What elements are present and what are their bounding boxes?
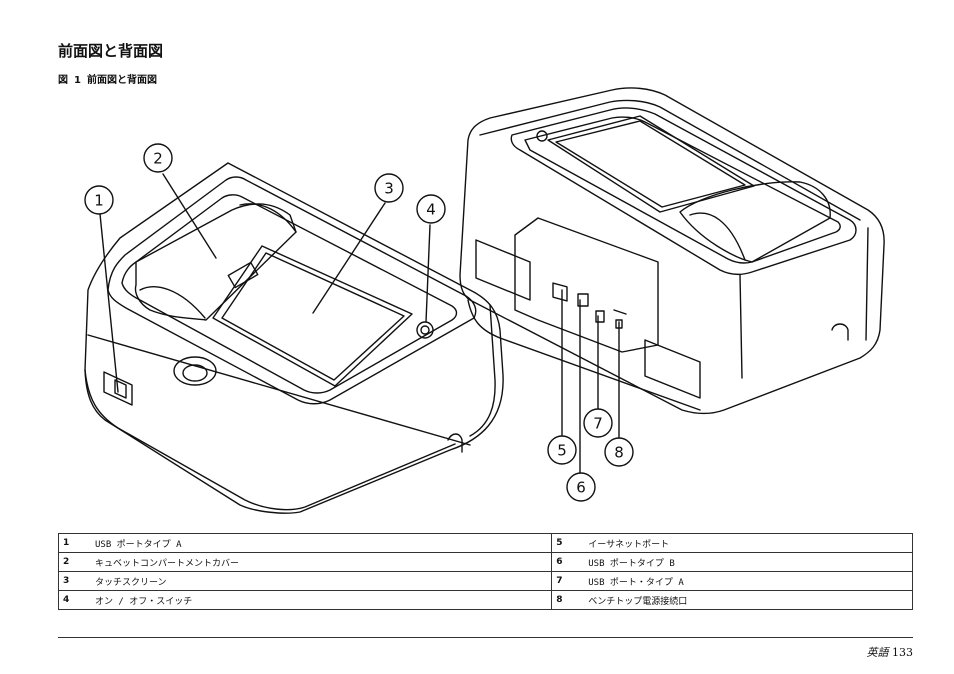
callout-4-label: 4 bbox=[426, 201, 436, 219]
instrument-illustration: 1 2 3 4 5 6 7 8 bbox=[84, 87, 885, 514]
legend-number: 6 bbox=[551, 552, 579, 572]
legend-text: ベンチトップ電源接続口 bbox=[578, 590, 914, 610]
callout-1: 1 bbox=[84, 185, 114, 215]
legend-row: 3 タッチスクリーン 7 USB ポート・タイプ A bbox=[58, 571, 914, 591]
page-footer: 英語 133 bbox=[867, 644, 914, 660]
legend-text: イーサネットポート bbox=[578, 533, 914, 553]
callout-1-label: 1 bbox=[94, 192, 104, 210]
callout-5: 5 bbox=[547, 435, 577, 465]
callout-6: 6 bbox=[566, 472, 596, 502]
callout-3-label: 3 bbox=[384, 180, 394, 198]
page-number: 133 bbox=[892, 646, 913, 659]
legend-number: 7 bbox=[551, 571, 579, 591]
callout-8: 8 bbox=[604, 437, 634, 467]
callout-5-label: 5 bbox=[557, 442, 567, 460]
figure-label: 図 bbox=[58, 75, 68, 86]
callout-4: 4 bbox=[416, 194, 446, 224]
figure-title: 前面図と背面図 bbox=[86, 75, 157, 86]
legend-number: 4 bbox=[58, 590, 85, 610]
callout-6-label: 6 bbox=[576, 479, 586, 497]
legend-row: 1 USB ポートタイプ A 5 イーサネットポート bbox=[58, 533, 914, 553]
section-title: 前面図と背面図 bbox=[58, 42, 164, 60]
legend-text: タッチスクリーン bbox=[85, 571, 553, 591]
callout-leaders bbox=[99, 173, 620, 475]
callout-2-label: 2 bbox=[153, 150, 163, 168]
front-view-instrument bbox=[84, 162, 504, 514]
callout-3: 3 bbox=[374, 173, 404, 203]
legend-text: キュベットコンパートメントカバー bbox=[85, 552, 553, 572]
legend-table: 1 USB ポートタイプ A 5 イーサネットポート 2 キュベットコンパートメ… bbox=[58, 533, 914, 610]
legend-text: USB ポート・タイプ A bbox=[578, 571, 914, 591]
callout-7-label: 7 bbox=[593, 415, 603, 433]
legend-text: USB ポートタイプ A bbox=[85, 533, 553, 553]
footer-language: 英語 bbox=[866, 646, 889, 659]
footer-rule bbox=[58, 637, 913, 638]
legend-row: 2 キュベットコンパートメントカバー 6 USB ポートタイプ B bbox=[58, 552, 914, 572]
legend-number: 3 bbox=[58, 571, 85, 591]
callout-8-label: 8 bbox=[614, 444, 624, 462]
legend-text: USB ポートタイプ B bbox=[578, 552, 914, 572]
rear-view-instrument bbox=[459, 87, 885, 415]
legend-number: 8 bbox=[551, 590, 579, 610]
legend-number: 2 bbox=[58, 552, 85, 572]
legend-number: 1 bbox=[58, 533, 85, 553]
legend-number: 5 bbox=[551, 533, 579, 553]
callout-7: 7 bbox=[583, 408, 613, 438]
callout-2: 2 bbox=[143, 143, 173, 173]
figure-number: 1 bbox=[74, 75, 81, 86]
legend-text: オン / オフ・スイッチ bbox=[85, 590, 553, 610]
legend-row: 4 オン / オフ・スイッチ 8 ベンチトップ電源接続口 bbox=[58, 590, 914, 610]
